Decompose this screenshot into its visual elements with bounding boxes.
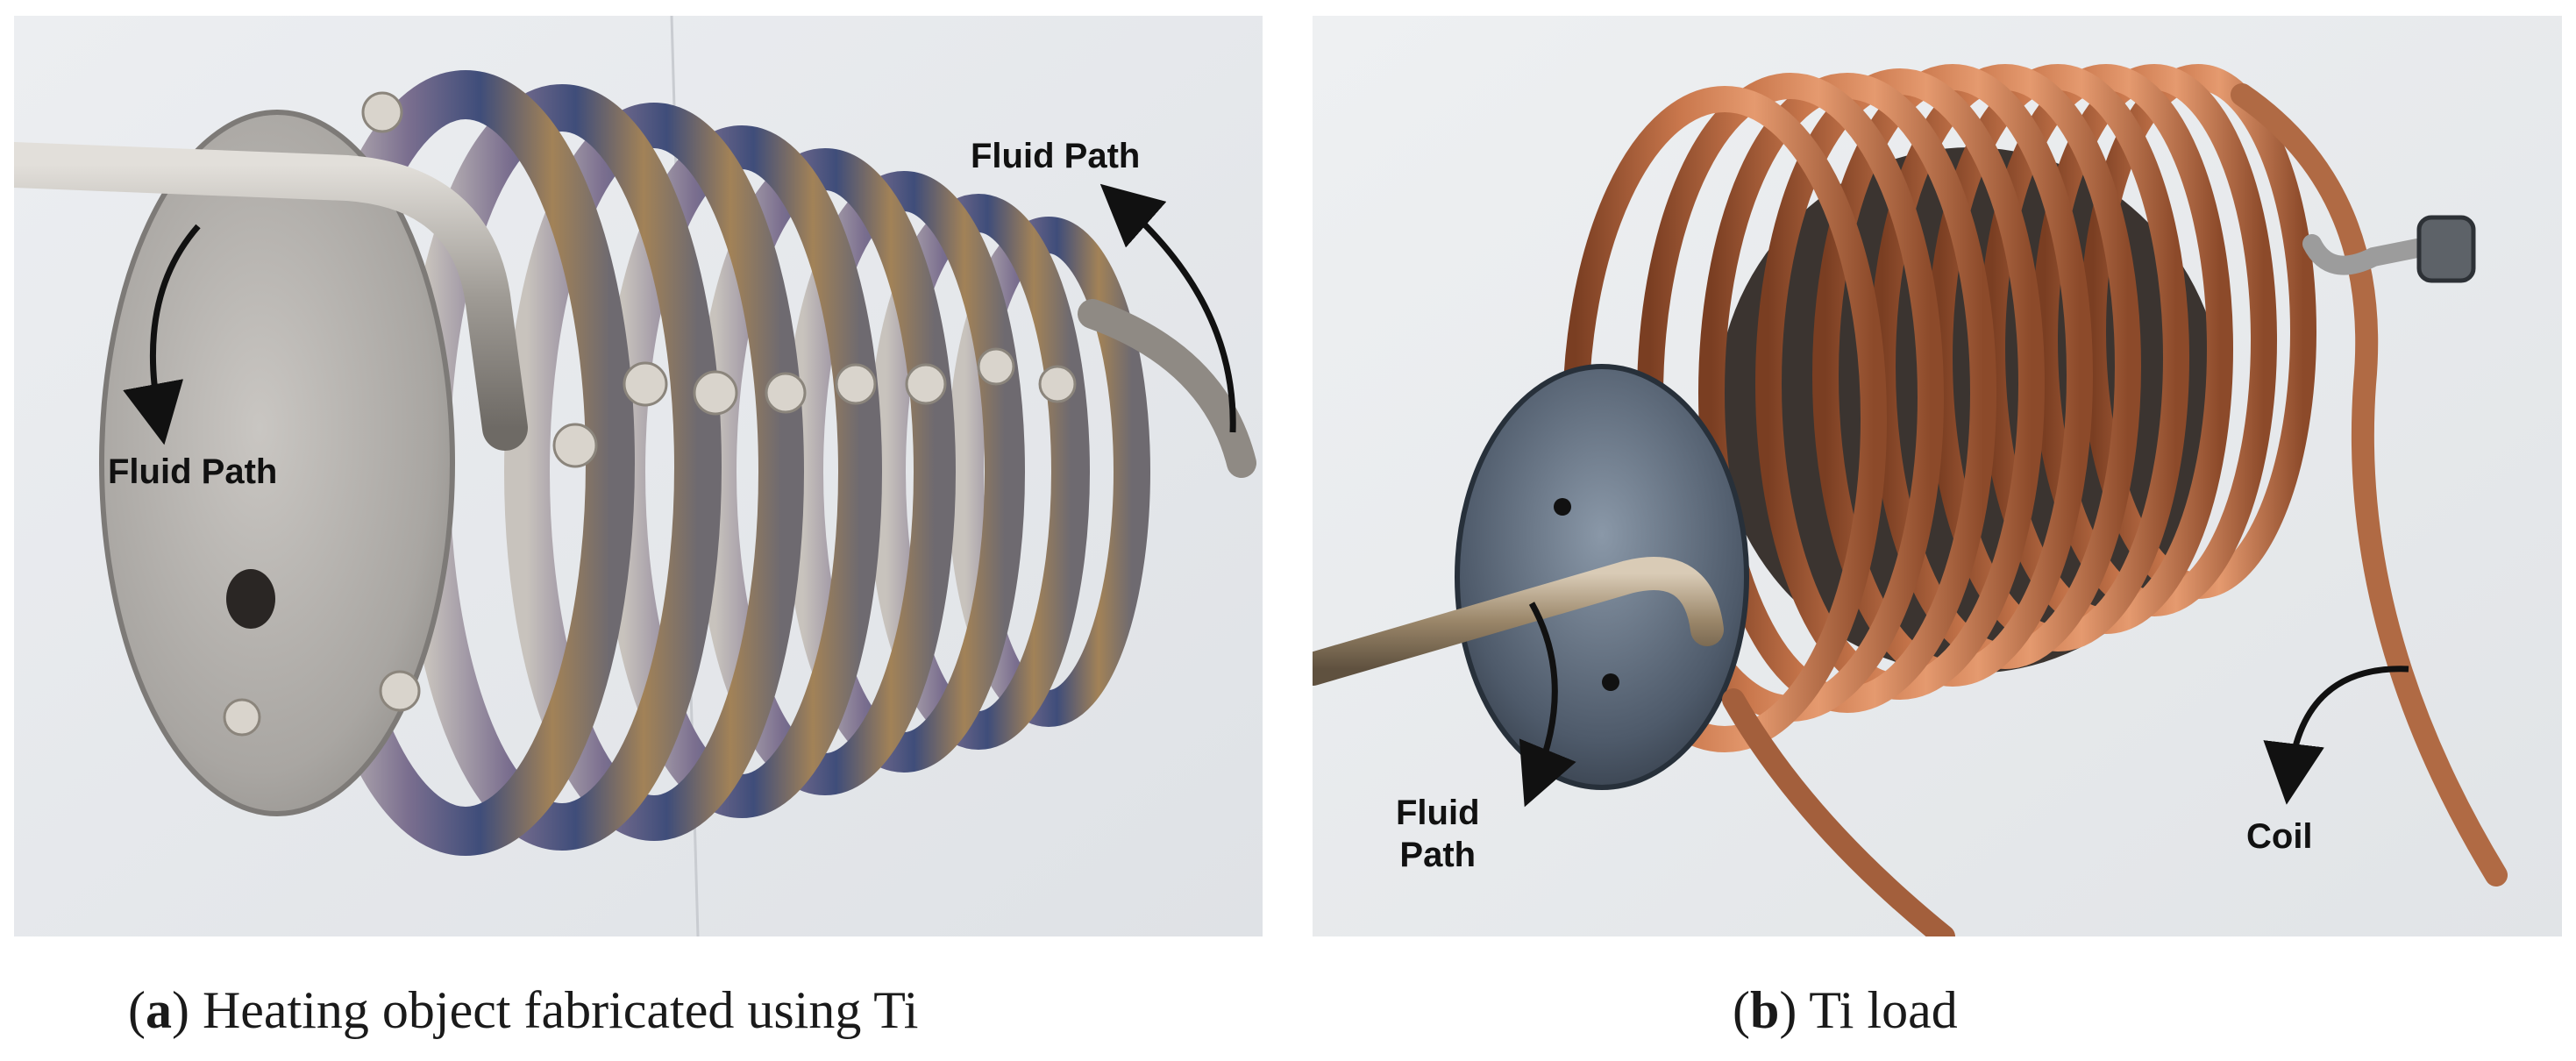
- caption-a: (a) Heating object fabricated using Ti: [128, 981, 919, 1039]
- ti-load-coil-photo: [1313, 16, 2562, 936]
- copper-coil-turns: [1562, 64, 2316, 752]
- inlet-pipe-b: [1313, 557, 1724, 686]
- fluid-path-arrow-right: [1099, 183, 1236, 433]
- coil-lead-right: [2231, 83, 2508, 887]
- fluid-path-label-b-line1: Fluid: [1396, 794, 1480, 832]
- caption-b-text: Ti load: [1809, 981, 1958, 1039]
- fluid-path-arrow-left: [123, 224, 201, 445]
- weld-spots: [223, 91, 1077, 737]
- fitting-nut: [2416, 215, 2476, 283]
- fluid-path-label-right: Fluid Path: [971, 137, 1141, 175]
- end-plate: [99, 110, 455, 816]
- coil-arrow: [2263, 666, 2409, 805]
- caption-b: (b) Ti load: [1733, 981, 1958, 1039]
- coil-label: Coil: [2246, 817, 2313, 856]
- photo-panel-b: Fluid Path Coil: [1313, 16, 2562, 936]
- caption-b-letter: b: [1749, 981, 1780, 1039]
- coil-lead-bottom: [1722, 688, 1955, 936]
- fluid-path-label-b: Fluid Path: [1396, 792, 1480, 876]
- plate-hole: [226, 569, 275, 629]
- outlet-pipe-b: [2302, 234, 2427, 275]
- fluid-path-arrow-b: [1519, 602, 1576, 808]
- ti-heating-object-photo: [14, 16, 1263, 936]
- photo-panel-a: Fluid Path Fluid Path: [14, 16, 1263, 936]
- caption-a-text: Heating object fabricated using Ti: [202, 981, 919, 1039]
- fluid-path-label-b-line2: Path: [1399, 836, 1477, 874]
- outlet-pipe: [1078, 299, 1256, 478]
- inlet-pipe: [14, 142, 528, 451]
- caption-a-letter: a: [145, 981, 172, 1039]
- fluid-path-label-left: Fluid Path: [108, 452, 278, 491]
